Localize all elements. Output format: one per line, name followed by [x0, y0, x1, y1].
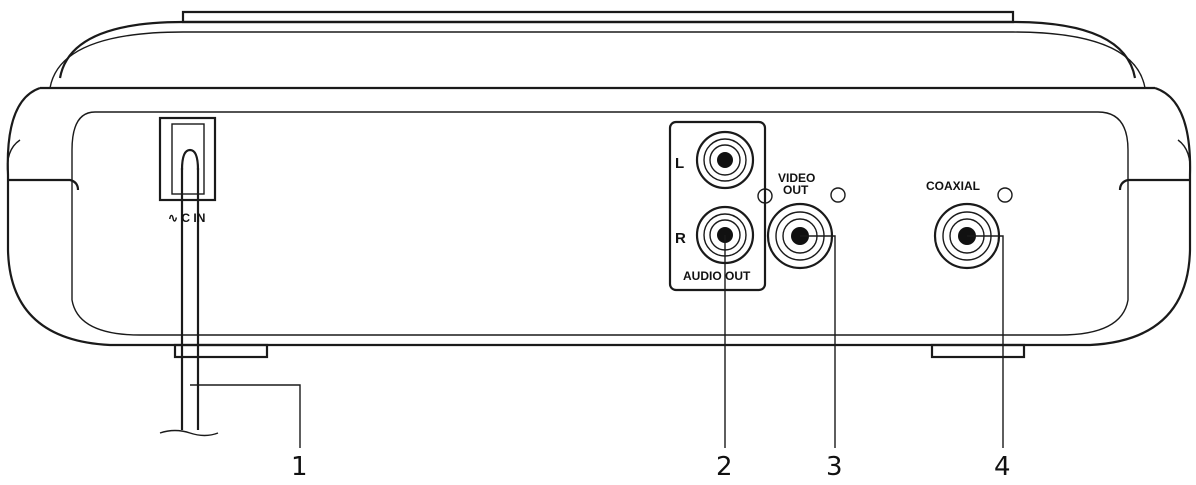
audio-left-jack	[695, 130, 755, 190]
device-body	[6, 86, 1192, 347]
ac-in-socket	[158, 116, 217, 202]
callout-4: 4	[994, 452, 1011, 482]
callout-3: 3	[826, 452, 843, 482]
top-lid	[40, 10, 1155, 90]
video-indicator-led	[830, 187, 846, 203]
feet	[173, 343, 1026, 359]
callout-1: 1	[291, 452, 308, 482]
coaxial-indicator-led	[997, 187, 1013, 203]
video-out-label-line2: OUT	[783, 183, 809, 197]
right-channel-label: R	[675, 230, 686, 247]
ac-in-label: ∿ C IN	[168, 211, 205, 225]
video-out-label-line1: VIDEO	[778, 171, 815, 185]
left-channel-label: L	[675, 155, 684, 172]
indicator-led	[757, 188, 773, 204]
audio-out-group: L R AUDIO OUT	[668, 120, 767, 292]
audio-out-label: AUDIO OUT	[683, 269, 751, 283]
power-cable	[159, 168, 219, 437]
leader-lines	[190, 235, 1004, 448]
coaxial-label: COAXIAL	[926, 179, 980, 193]
callout-2: 2	[716, 452, 733, 482]
